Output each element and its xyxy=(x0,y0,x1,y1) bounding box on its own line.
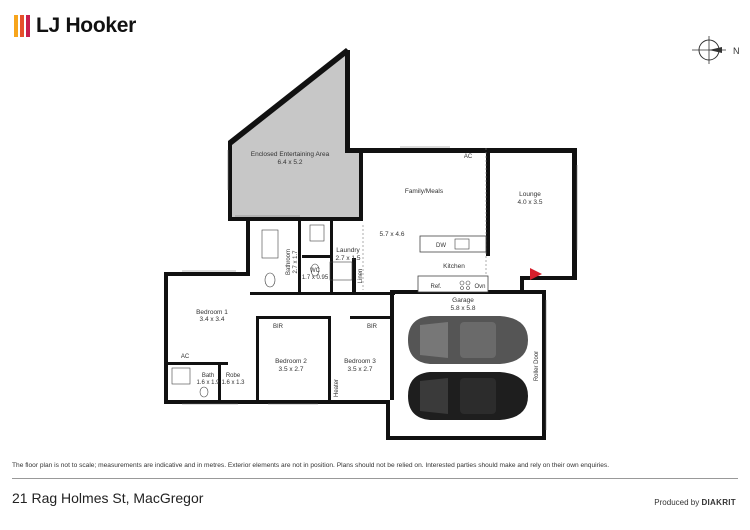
credit-brand: DIAKRIT xyxy=(701,498,736,507)
laundry-size: 2.7 x 1.5 xyxy=(336,255,361,262)
bedroom3-label: Bedroom 3 xyxy=(344,358,376,365)
bathroom-label: Bathroom xyxy=(286,249,292,275)
lounge-size: 4.0 x 3.5 xyxy=(518,199,543,206)
bath-label: Bath xyxy=(202,373,214,379)
bedroom2-size: 3.5 x 2.7 xyxy=(279,366,304,373)
brand-name: LJ Hooker xyxy=(36,14,136,37)
wc-label: WC xyxy=(310,268,321,274)
car-icon xyxy=(408,372,528,420)
entertaining-size: 6.4 x 5.2 xyxy=(278,159,303,166)
bedroom2-label: Bedroom 2 xyxy=(275,358,307,365)
lj-hooker-logo: LJ Hooker xyxy=(14,14,136,38)
dw-label: DW xyxy=(436,243,446,249)
kitchen-bench xyxy=(417,235,489,293)
brand-mark-icon xyxy=(14,15,30,37)
bath-size: 1.6 x 1.9 xyxy=(196,380,220,386)
bedroom1-size: 3.4 x 3.4 xyxy=(200,316,225,323)
divider xyxy=(12,478,738,479)
credit-prefix: Produced by xyxy=(654,498,700,507)
robe-size: 1.6 x 1.3 xyxy=(221,380,245,386)
bathroom-size: 2.7 x 1.7 xyxy=(293,250,299,274)
property-address: 21 Rag Holmes St, MacGregor xyxy=(12,490,204,506)
compass-icon: N xyxy=(692,36,740,64)
ac-label: AC xyxy=(464,154,473,160)
car-icon xyxy=(408,316,528,364)
heater-label: Heater xyxy=(334,379,340,397)
compass-label: N xyxy=(733,46,740,56)
bathroom-fixtures xyxy=(171,224,353,398)
family-label: Family/Meals xyxy=(405,188,444,195)
producer-credit: Produced by DIAKRIT xyxy=(654,498,736,507)
disclaimer: The floor plan is not to scale; measurem… xyxy=(12,462,610,469)
lounge-label: Lounge xyxy=(519,191,541,198)
windows xyxy=(182,146,578,430)
entry-arrow-icon xyxy=(530,268,542,280)
laundry-label: Laundry xyxy=(336,247,360,254)
robe-label: Robe xyxy=(226,373,241,379)
bedroom1-label: Bedroom 1 xyxy=(196,309,228,316)
bir-label: BIR xyxy=(273,324,284,330)
bir-label: BIR xyxy=(367,324,378,330)
linen-label: Linen xyxy=(358,269,364,284)
ref-label: Ref. xyxy=(430,284,441,290)
roller-door-label: Roller Door xyxy=(534,351,540,381)
wc-size: 1.7 x 0.95 xyxy=(302,275,329,281)
ac-label: AC xyxy=(181,354,190,360)
kitchen-label: Kitchen xyxy=(443,263,465,270)
garage-size: 5.8 x 5.8 xyxy=(451,305,476,312)
living-dims: 5.7 x 4.6 xyxy=(380,231,405,238)
bedroom3-size: 3.5 x 2.7 xyxy=(348,366,373,373)
entertaining-area-fill xyxy=(230,52,362,218)
entertaining-label: Enclosed Entertaining Area xyxy=(251,151,330,158)
oven-label: Ovn xyxy=(474,284,485,290)
garage-label: Garage xyxy=(452,297,474,304)
